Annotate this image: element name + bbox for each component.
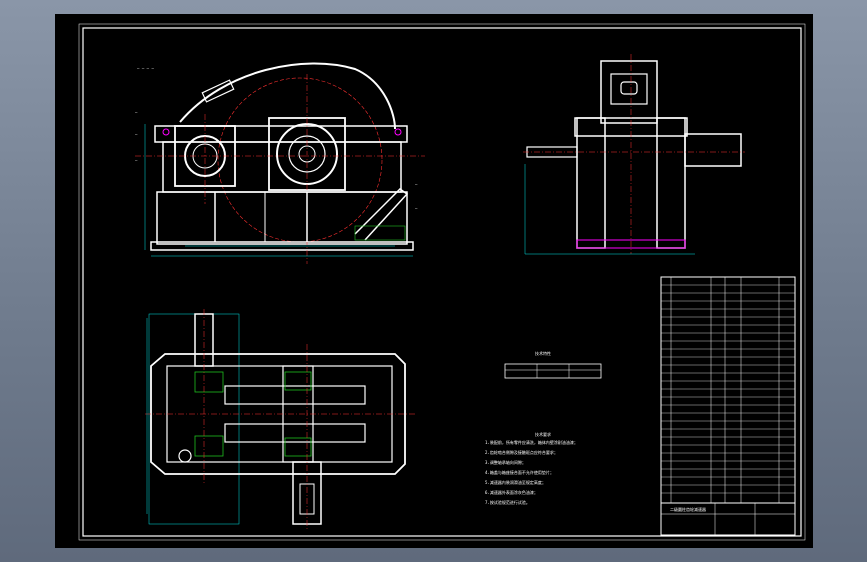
svg-text:—: — [135,110,138,115]
sheet-outer-border [78,23,806,541]
plan-housing [150,353,406,475]
cad-viewport[interactable]: — — — — — — — — — [55,14,813,548]
side-top-cap [600,60,658,124]
tech-note-line: 6.减速器外表面涂灰色油漆； [485,489,538,495]
tech-note-line: 2.齿轮啮合侧隙及接触斑点应符合要求； [485,449,558,455]
tech-note-line: 4.箱盖与箱座接合面不允许使用垫片； [485,469,554,475]
oil-gauge [354,188,409,241]
side-base [576,239,686,249]
svg-text:— — — —: — — — — [137,66,154,71]
tech-notes-title: 技术要求 [535,431,551,437]
svg-text:—: — [135,158,138,163]
vent-cap [201,79,235,103]
output-shaft [684,133,742,167]
svg-text:—: — [135,132,138,137]
housing-body [162,141,402,193]
plan-view [145,309,415,529]
parts-list [660,276,796,504]
front-view: — — — — — — — — — [135,62,425,264]
oil-hatch [354,225,406,241]
tech-note-line: 5.减速器内装润滑油至规定高度； [485,479,546,485]
gear-pitch-circle [217,77,383,243]
housing-lower [156,191,408,245]
sheet-border [82,27,802,537]
svg-text:—: — [415,182,418,187]
tech-note-line: 7.按试验规范进行试验。 [485,499,530,505]
tech-notes: 技术要求 1.装配前，所有零件应清洗，箱体内壁涂耐油油漆； 2.齿轮啮合侧隙及接… [485,431,578,505]
side-right-wall [656,117,686,249]
side-left-wall [576,117,606,249]
base-plate [150,241,414,251]
svg-text:—: — [415,206,418,211]
cover-outline [179,62,396,130]
title-block: 二级圆柱齿轮减速器 [660,502,796,536]
spec-table: 技术特性 [504,350,602,379]
spec-table-title: 技术特性 [535,350,551,356]
side-view [523,54,745,255]
drawing-canvas: — — — — — — — — — [78,23,806,541]
tech-note-line: 3.调整轴承轴向间隙； [485,459,526,465]
title-block-name: 二级圆柱齿轮减速器 [670,506,706,512]
tech-note-line: 1.装配前，所有零件应清洗，箱体内壁涂耐油油漆； [485,439,578,445]
bore-right-inner [288,135,326,173]
